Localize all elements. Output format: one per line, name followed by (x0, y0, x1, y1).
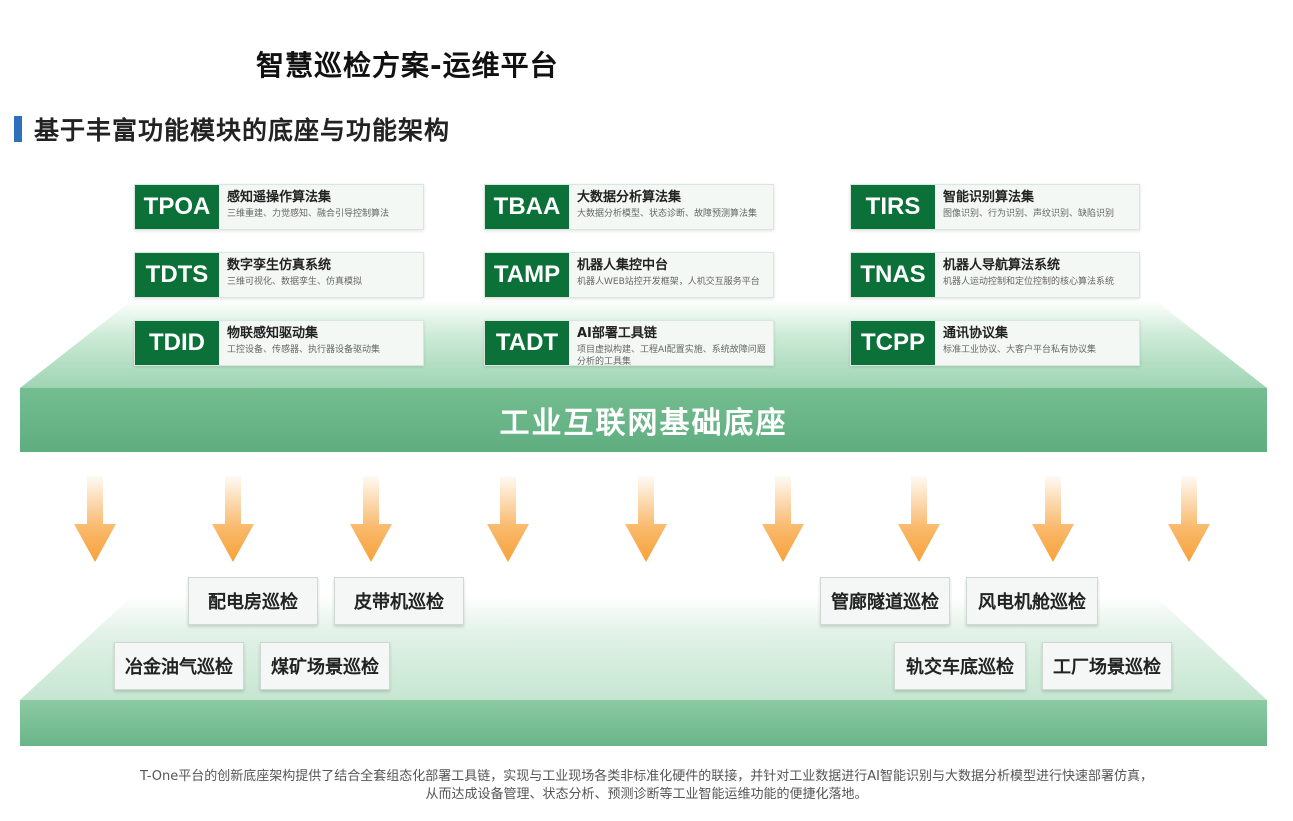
page-title: 智慧巡检方案-运维平台 (256, 49, 559, 82)
module-card-tirs: TIRS 智能识别算法集图像识别、行为识别、声纹识别、缺陷识别 (850, 184, 1140, 230)
section-title: 基于丰富功能模块的底座与功能架构 (34, 116, 451, 145)
module-name: 机器人导航算法系统 (943, 258, 1061, 273)
footer-caption: T-One平台的创新底座架构提供了结合全套组态化部署工具链，实现与工业现场各类非… (0, 768, 1293, 804)
down-arrow-icon (625, 476, 667, 562)
module-name: 机器人集控中台 (577, 258, 669, 273)
scene-tag: 皮带机巡检 (334, 577, 464, 625)
module-card-tpoa: TPOA 感知遥操作算法集三维重建、力觉感知、融合引导控制算法 (134, 184, 424, 230)
module-card-tcpp: TCPP 通讯协议集标准工业协议、大客户平台私有协议集 (850, 320, 1140, 366)
module-card-tdid: TDID 物联感知驱动集工控设备、传感器、执行器设备驱动集 (134, 320, 424, 366)
scene-tag: 煤矿场景巡检 (260, 642, 390, 690)
scene-tag: 工厂场景巡检 (1042, 642, 1172, 690)
module-name: 数字孪生仿真系统 (227, 258, 332, 273)
module-desc: 机器人运动控制和定位控制的核心算法系统 (943, 277, 1115, 287)
down-arrow-icon (1032, 476, 1074, 562)
module-name: 通讯协议集 (943, 326, 1009, 341)
down-arrow-icon (762, 476, 804, 562)
module-card-tdts: TDTS 数字孪生仿真系统三维可视化、数据孪生、仿真模拟 (134, 252, 424, 298)
module-desc: 标准工业协议、大客户平台私有协议集 (943, 345, 1097, 355)
module-desc: 项目虚拟构建、工程AI配置实施、系统故障问题分析的工具集 (577, 345, 766, 367)
footer-line: 从而达成设备管理、状态分析、预测诊断等工业智能运维功能的便捷化落地。 (425, 787, 868, 802)
scene-tag: 管廊隧道巡检 (820, 577, 950, 625)
section-bar (14, 116, 22, 142)
module-name: 物联感知驱动集 (227, 326, 319, 341)
module-card-tadt: TADT AI部署工具链项目虚拟构建、工程AI配置实施、系统故障问题分析的工具集 (484, 320, 774, 367)
module-card-tbaa: TBAA 大数据分析算法集大数据分析模型、状态诊断、故障预测算法集 (484, 184, 774, 230)
module-code: TAMP (485, 253, 569, 297)
down-arrow-icon (74, 476, 116, 562)
module-code: TADT (485, 321, 569, 365)
down-arrow-icon (1168, 476, 1210, 562)
scene-tag: 风电机舱巡检 (966, 577, 1098, 625)
scene-tag: 轨交车底巡检 (894, 642, 1026, 690)
module-name: AI部署工具链 (577, 326, 657, 341)
down-arrow-icon (487, 476, 529, 562)
platform-band: 工业互联网基础底座 (20, 388, 1267, 452)
scene-platform-band (20, 700, 1267, 746)
module-name: 智能识别算法集 (943, 190, 1035, 205)
section-header: 基于丰富功能模块的底座与功能架构 (14, 112, 450, 146)
module-desc: 大数据分析模型、状态诊断、故障预测算法集 (577, 209, 758, 219)
module-desc: 图像识别、行为识别、声纹识别、缺陷识别 (943, 209, 1115, 219)
module-code: TCPP (851, 321, 935, 365)
down-arrow-icon (898, 476, 940, 562)
module-name: 感知遥操作算法集 (227, 190, 332, 205)
module-code: TPOA (135, 185, 219, 229)
scene-tag: 配电房巡检 (188, 577, 318, 625)
module-code: TDID (135, 321, 219, 365)
scene-tag: 冶金油气巡检 (114, 642, 244, 690)
module-code: TBAA (485, 185, 569, 229)
module-code: TNAS (851, 253, 935, 297)
module-desc: 三维可视化、数据孪生、仿真模拟 (227, 277, 363, 287)
down-arrow-icon (350, 476, 392, 562)
module-code: TIRS (851, 185, 935, 229)
module-desc: 工控设备、传感器、执行器设备驱动集 (227, 345, 381, 355)
module-card-tamp: TAMP 机器人集控中台机器人WEB站控开发框架，人机交互服务平台 (484, 252, 774, 298)
module-desc: 机器人WEB站控开发框架，人机交互服务平台 (577, 277, 760, 287)
module-name: 大数据分析算法集 (577, 190, 682, 205)
module-code: TDTS (135, 253, 219, 297)
module-card-tnas: TNAS 机器人导航算法系统机器人运动控制和定位控制的核心算法系统 (850, 252, 1140, 298)
down-arrow-icon (212, 476, 254, 562)
module-desc: 三维重建、力觉感知、融合引导控制算法 (227, 209, 390, 219)
footer-line: T-One平台的创新底座架构提供了结合全套组态化部署工具链，实现与工业现场各类非… (140, 769, 1153, 784)
platform-label: 工业互联网基础底座 (499, 406, 788, 441)
